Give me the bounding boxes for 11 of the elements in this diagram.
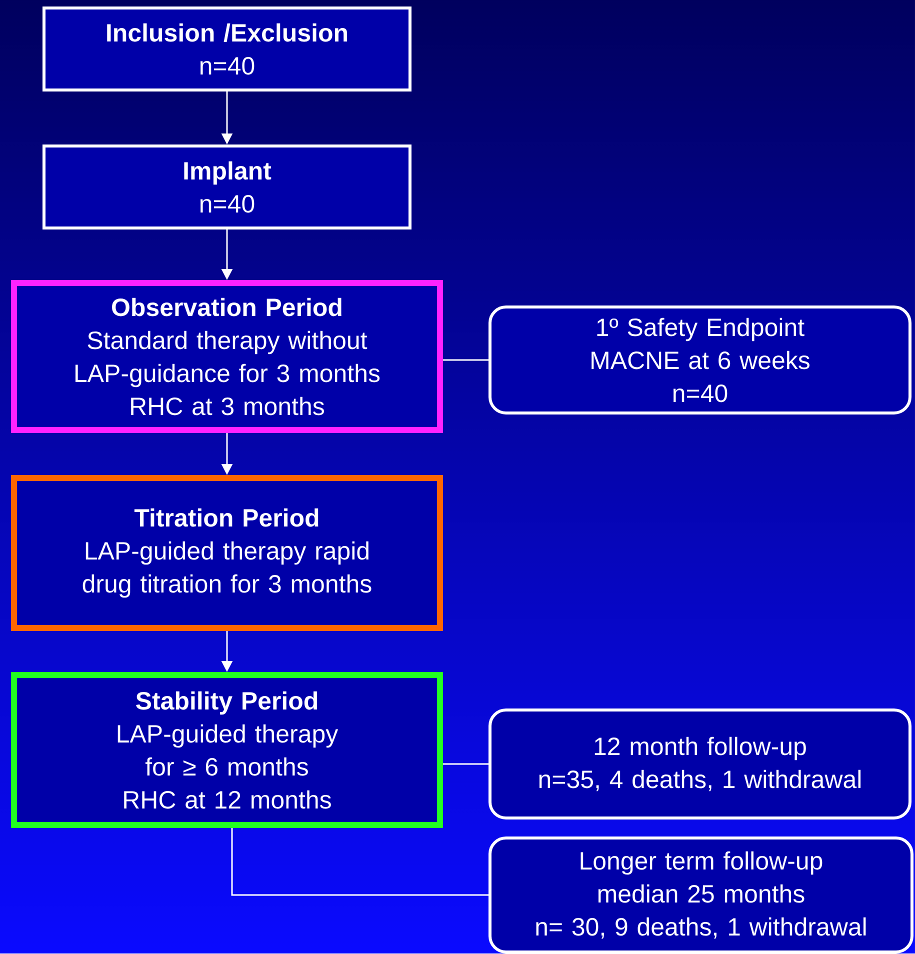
process-box: Titration Period LAP-guided therapy rapid drug titration for 3 months [11,475,443,631]
outcome-box: Longer term follow-up median 25 months n= 30, 9 deaths, 1 withdrawal [488,836,914,954]
connector-line [231,828,488,896]
process-box: Inclusion /Exclusion n=40 [42,6,412,92]
process-box: Implant n=40 [42,144,412,230]
outcome-box: 1º Safety Endpoint MACNE at 6 weeks n=40 [488,306,912,414]
process-box: Stability Period LAP-guided therapy for ≥ 6 months RHC at 12 months [11,672,443,828]
connector-line [443,763,488,765]
connector-line [443,359,488,361]
outcome-box: 12 month follow-up n=35, 4 deaths, 1 withdrawal [488,708,912,820]
process-box: Observation Period Standard therapy without LAP-guidance for 3 months RHC at 3 months [11,280,443,433]
